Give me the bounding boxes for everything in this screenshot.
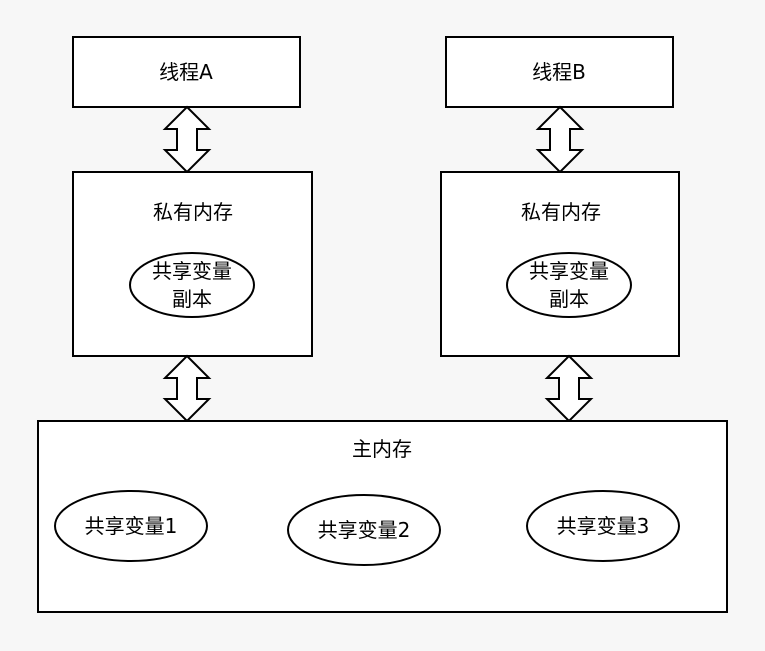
double-arrow-private-a-main [162,354,212,423]
thread-b-box [445,36,674,108]
thread-a-box [72,36,301,108]
shared-var-copy-b-ellipse [506,252,632,318]
shared-var-copy-b-line1: 共享变量 [529,259,609,283]
thread-a-node: 线程A [72,36,301,108]
shared-var-2-label: 共享变量2 [318,518,411,542]
double-arrow-private-b-main [544,354,594,423]
thread-b-node: 线程B [445,36,674,108]
shared-var-1-label: 共享变量1 [85,514,178,538]
thread-a-label: 线程A [159,60,213,84]
private-memory-b-node: 私有内存 共享变量 副本 [440,171,680,357]
shared-var-3-ellipse [526,490,680,562]
double-arrow-thread-a-private-a [162,105,212,174]
private-memory-a-node: 私有内存 共享变量 副本 [72,171,313,357]
thread-b-label: 线程B [532,60,586,84]
shared-var-1-ellipse [54,490,208,562]
shared-var-copy-b-line2: 副本 [549,287,589,311]
main-memory-label: 主内存 [352,437,412,461]
private-memory-b-label: 私有内存 [521,200,601,224]
double-arrow-thread-b-private-b [535,105,585,174]
shared-var-copy-a-ellipse [129,252,255,318]
private-memory-a-label: 私有内存 [153,200,233,224]
shared-var-3-label: 共享变量3 [557,514,650,538]
shared-var-2-ellipse [287,494,441,566]
main-memory-node: 主内存 共享变量1 共享变量2 共享变量3 [37,420,728,613]
shared-var-copy-a-line2: 副本 [172,287,212,311]
shared-var-copy-a-line1: 共享变量 [152,259,232,283]
